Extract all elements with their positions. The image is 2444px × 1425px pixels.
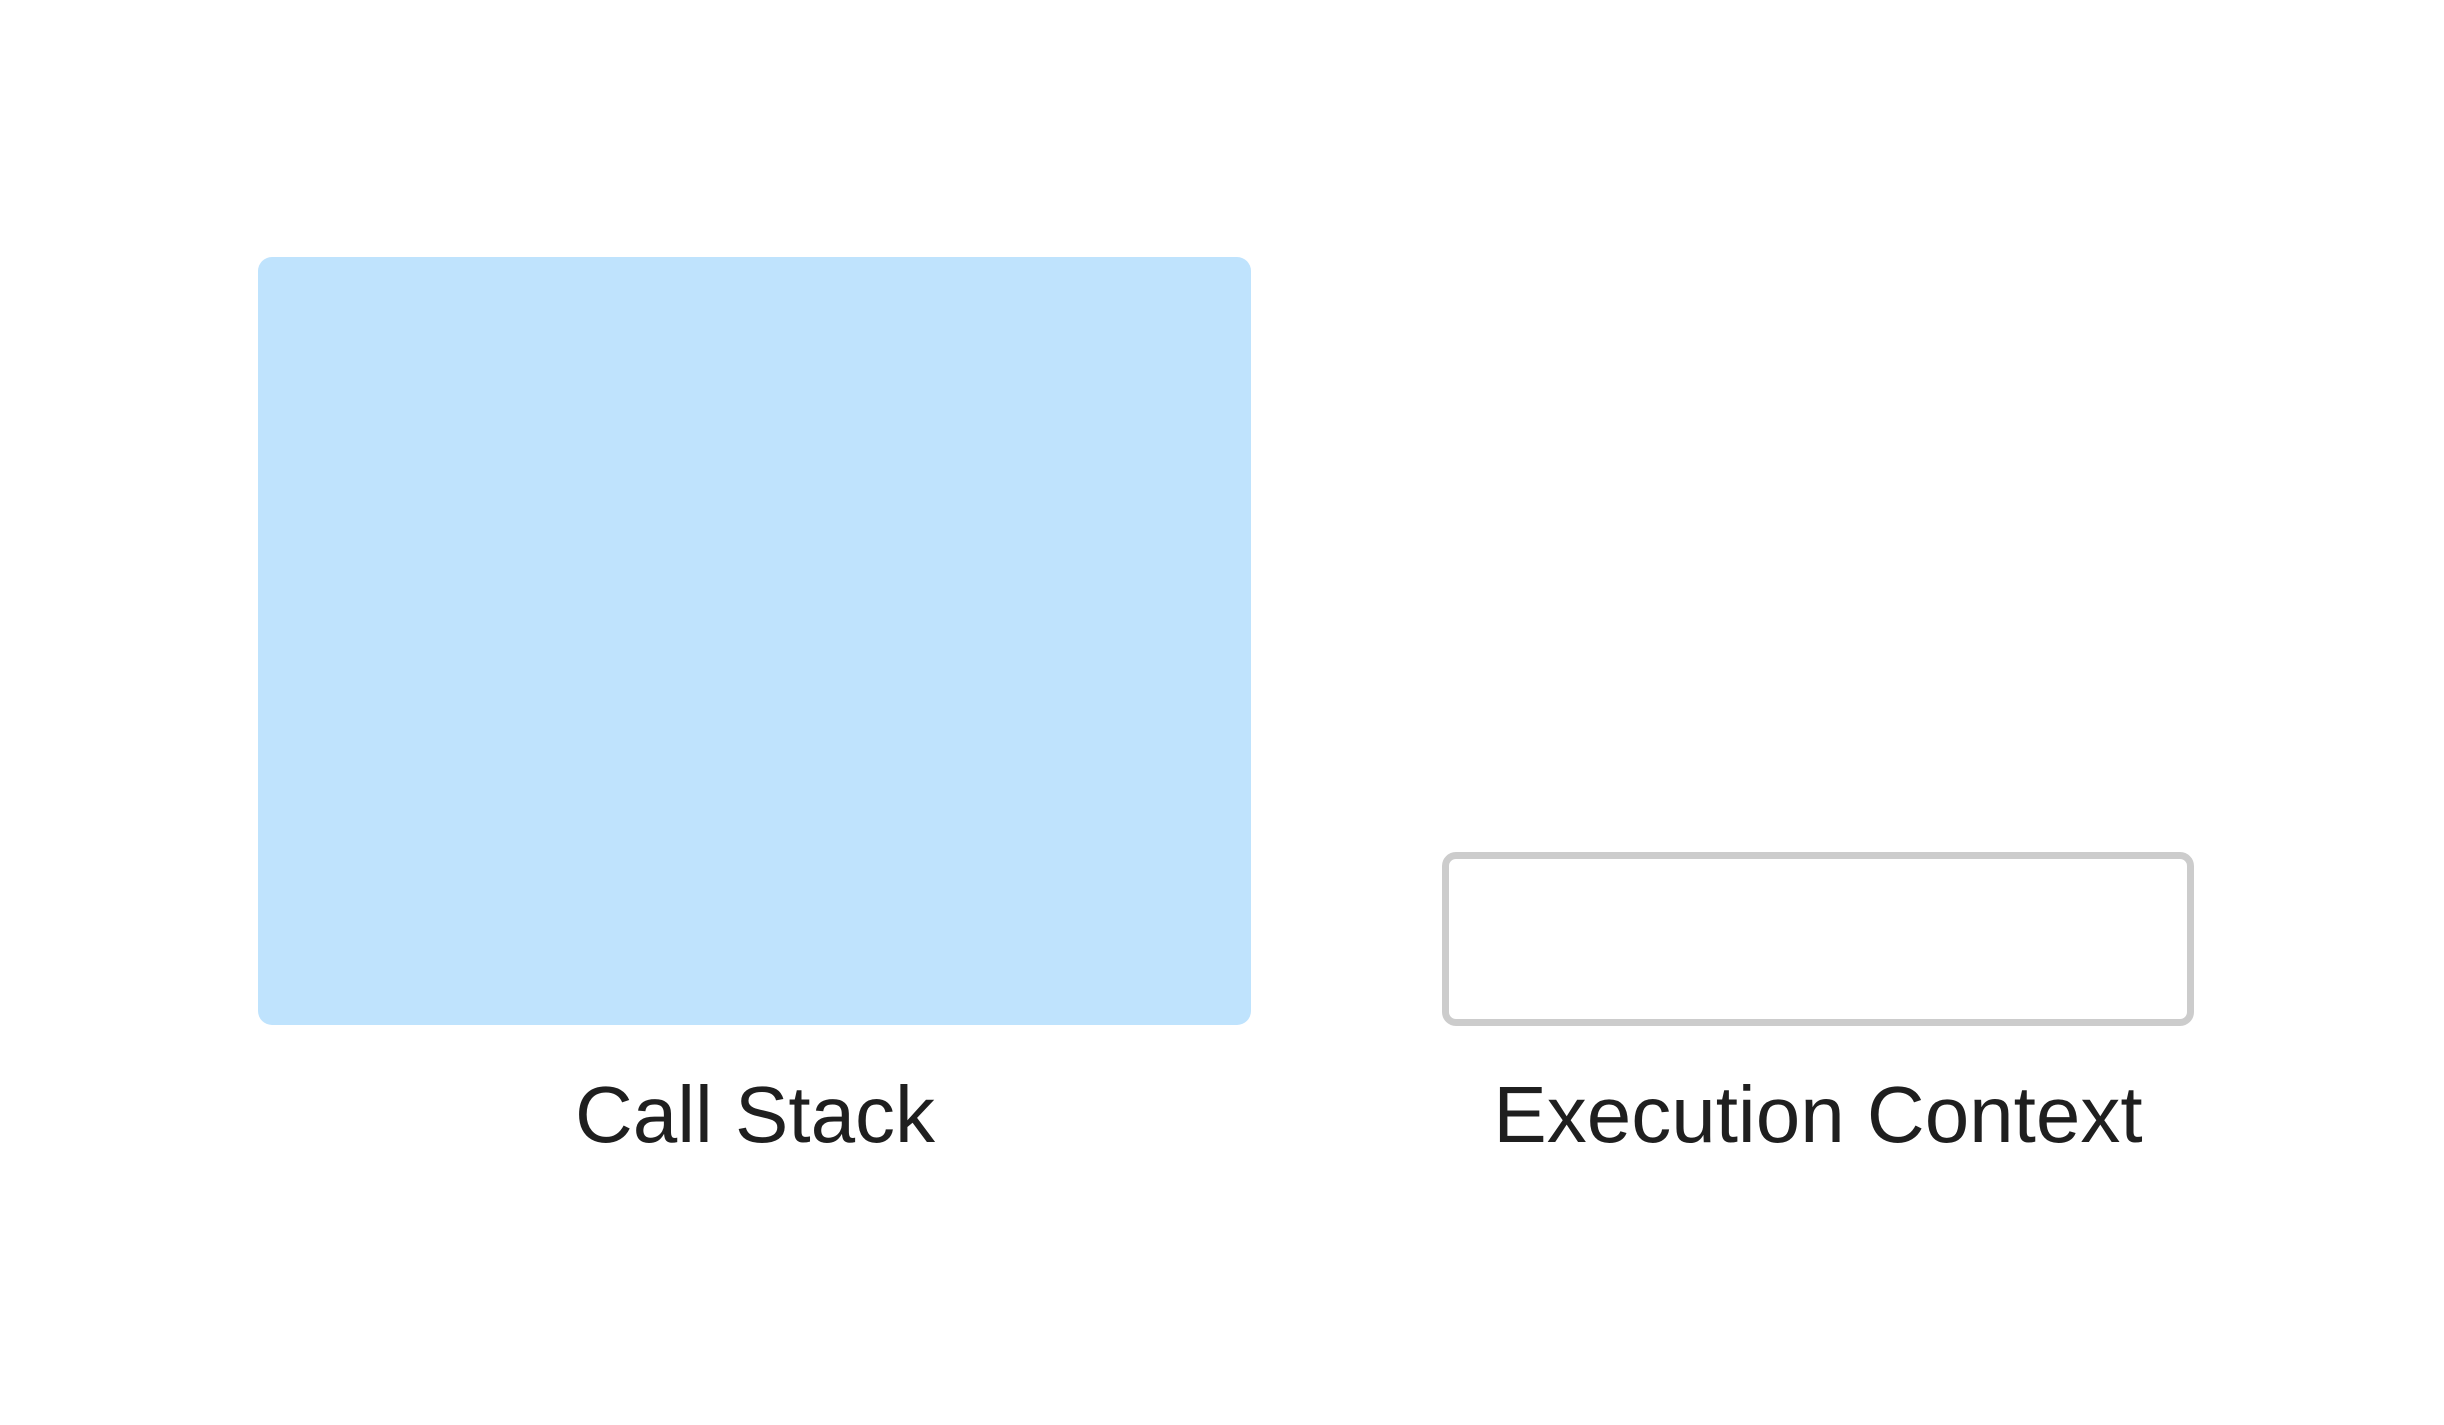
call-stack-label: Call Stack — [574, 1070, 936, 1159]
execution-context-label: Execution Context — [1493, 1070, 2143, 1159]
call-stack-box — [258, 257, 1251, 1025]
execution-context-box — [1442, 852, 2194, 1026]
